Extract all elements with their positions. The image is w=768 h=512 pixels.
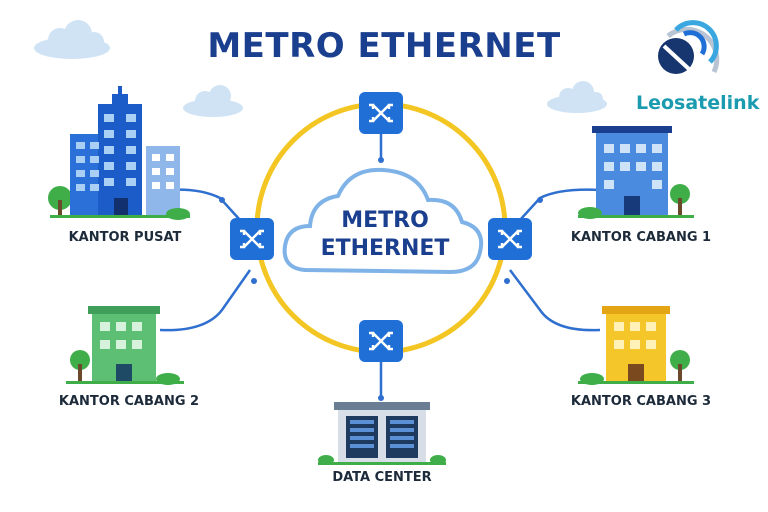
- sky-cloud-icon: [34, 20, 110, 59]
- switch-icon: [230, 218, 274, 260]
- building-icon: [66, 306, 184, 385]
- link-kantor-cabang-2: [159, 269, 252, 332]
- cloud-label-line1: METRO: [341, 208, 429, 233]
- building-icon: [48, 86, 190, 220]
- cloud-icon: [282, 167, 484, 275]
- node-label-kantor-cabang-1: KANTOR CABANG 1: [570, 230, 712, 245]
- building-icon: [578, 126, 694, 219]
- building-icon: [578, 306, 694, 385]
- sky-cloud-icon: [183, 85, 243, 117]
- node-label-kantor-cabang-2: KANTOR CABANG 2: [58, 394, 200, 409]
- switch-icon: [359, 320, 403, 362]
- brand-name: Leosatelink: [636, 92, 760, 114]
- server-icon: [318, 402, 446, 465]
- satellite-logo-icon: [656, 12, 724, 80]
- cloud-label-line2: ETHERNET: [320, 236, 450, 261]
- switch-icon: [359, 92, 403, 134]
- sky-cloud-icon: [547, 81, 607, 113]
- node-label-kantor-cabang-3: KANTOR CABANG 3: [570, 394, 712, 409]
- link-dots: [219, 157, 543, 401]
- node-label-data-center: DATA CENTER: [332, 470, 432, 485]
- link-kantor-cabang-3: [509, 269, 601, 332]
- node-label-kantor-pusat: KANTOR PUSAT: [68, 230, 182, 245]
- page-title: METRO ETHERNET: [207, 26, 561, 66]
- switch-icon: [488, 218, 532, 260]
